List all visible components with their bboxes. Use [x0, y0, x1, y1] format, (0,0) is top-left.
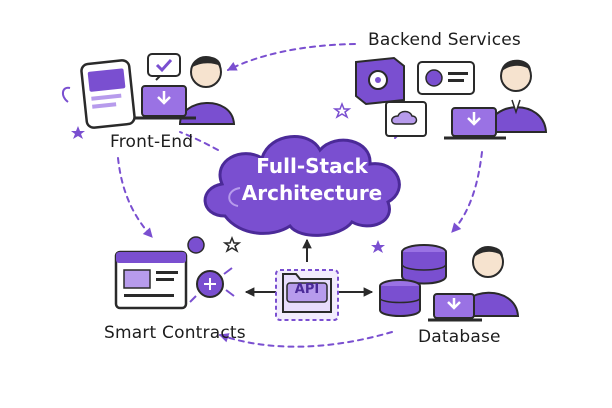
blockchain-icon	[189, 267, 235, 303]
star-icon	[222, 235, 242, 253]
arrow-center-to-frontend	[179, 131, 219, 151]
browser-window-icon	[114, 250, 188, 310]
center-title: Full-Stack Architecture	[212, 153, 412, 207]
frontend-label: Front-End	[110, 132, 194, 152]
mobile-icon	[80, 59, 136, 129]
database-icon	[379, 279, 421, 317]
backend-services-label: Backend Services	[368, 30, 521, 50]
arrow-cloud-api	[244, 238, 374, 297]
laptop-icon	[134, 85, 196, 120]
backend-illustration	[332, 56, 548, 140]
star-icon	[332, 101, 352, 119]
swirl-decoration	[62, 86, 71, 103]
laptop-icon	[428, 293, 482, 322]
arrow-backend-to-frontend	[226, 43, 356, 71]
center-title-line1: Full-Stack	[256, 154, 368, 178]
api-label: API	[294, 282, 320, 297]
database-label: Database	[418, 327, 501, 347]
smart-contracts-illustration	[114, 235, 242, 310]
smart-contracts-label: Smart Contracts	[104, 323, 246, 343]
api-folder	[275, 269, 339, 321]
person-icon	[178, 56, 236, 125]
center-title-line2: Architecture	[241, 181, 383, 205]
server-icon	[355, 56, 405, 106]
central-cloud	[203, 135, 401, 237]
frontend-illustration	[62, 53, 236, 139]
gear-icon	[425, 69, 443, 87]
database-illustration	[371, 240, 520, 322]
database-icon	[401, 244, 447, 285]
laptop-icon	[444, 107, 506, 140]
star-icon	[371, 240, 385, 253]
arrow-frontend-to-smart	[117, 157, 153, 238]
cloud-upload-icon	[385, 101, 427, 137]
gear-icon	[187, 236, 205, 254]
settings-panel-icon	[417, 61, 475, 95]
chat-heart-icon	[147, 53, 181, 81]
star-icon	[71, 126, 85, 139]
arrow-backend-to-database	[451, 151, 483, 233]
arrow-database-to-smart	[218, 331, 393, 348]
